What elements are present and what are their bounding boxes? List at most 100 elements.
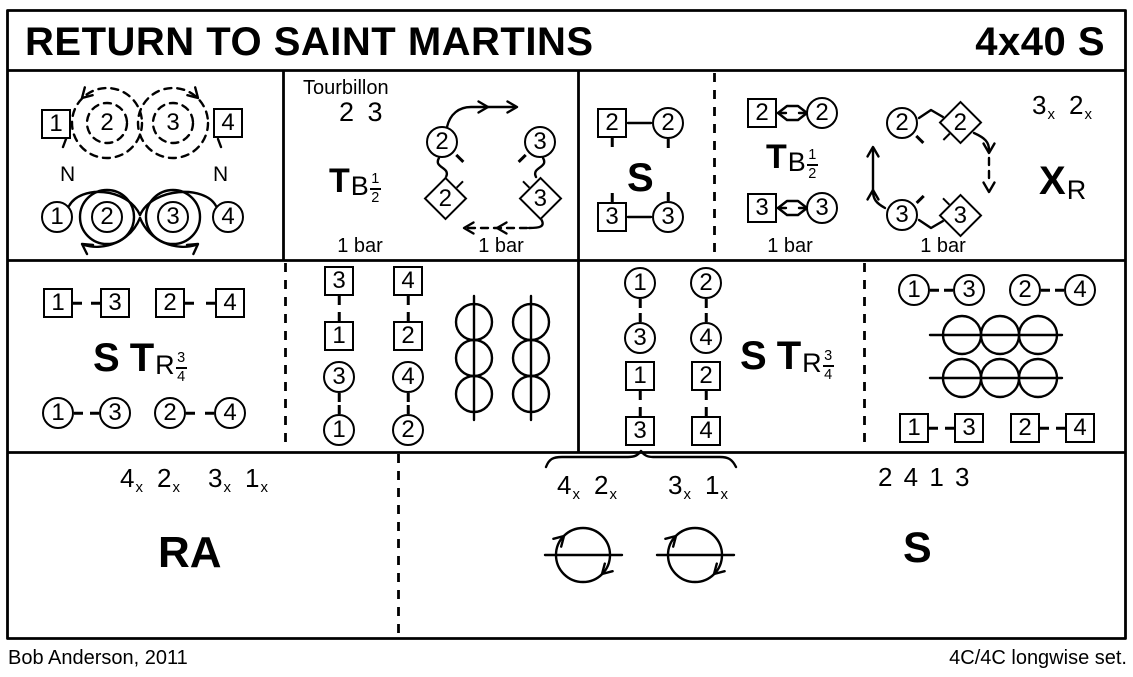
arrow-left-mid [495,221,508,235]
turn-arrow [552,534,566,548]
circle-symbol: 3 [886,194,925,231]
fraction: 3 4 [175,350,187,385]
square-symbol: 2 [393,312,423,351]
square-symbol: 4 [213,108,243,138]
circle-symbol: 2 [886,107,925,144]
square-symbol: 4 [691,407,721,446]
square-symbol: 4 [1056,413,1095,443]
square-symbol: 4 [393,266,423,305]
turn-symbols [543,449,738,584]
figure-name-label: Tourbillon [303,77,389,99]
square-symbol: 2 [747,98,777,128]
circle-symbol: 2 [652,107,684,148]
circle-symbol: 4 [690,313,722,354]
new-top-marker: N [213,163,229,186]
turn-arrow [600,562,614,576]
square-symbol: 2 [691,361,721,400]
square-symbol: 1 [43,288,82,318]
formation-set: S [903,524,932,572]
deviser-credit: Bob Anderson, 2011 [8,647,188,669]
dashed-dancer: 3 [166,109,180,136]
couple-positions: 3x 2x [1032,90,1092,123]
arrow-top-left [80,86,94,100]
set-type-label: 4C/4C longwise set. [949,647,1127,669]
couple-positions: 4x 2x [120,463,180,496]
arrow-bottom-right [185,242,200,256]
couple-positions: 4x 2x [557,470,617,503]
circle-symbol: 3 [323,361,355,402]
square-symbol: 3 [324,266,354,305]
square-symbol: 2 [1010,413,1049,443]
bar-count-label: 1 bar [478,235,524,257]
circle-symbol: 1 [323,405,355,446]
arrow-right-mid [477,100,490,114]
square-symbol: 2 [155,288,194,318]
square-symbol: 1 [41,109,71,139]
circle-symbol: 1 [898,274,939,306]
turn-arrow [712,562,726,576]
circle-symbol: 2 [806,97,838,129]
square-symbol: 3 [597,193,627,232]
square-symbol: 3 [625,407,655,446]
formation-turn-both-half: T B 1 2 [766,138,818,182]
square-symbol: 1 [324,312,354,351]
grid-lines [6,9,1127,640]
new-top-marker: N [60,163,76,186]
bar-count-label: 1 bar [767,235,813,257]
tourbillon-paths [436,100,546,235]
circle-symbol: 1 [624,267,656,308]
reel-of-three-horizontal [928,314,1064,399]
circle-symbol: 4 [392,361,424,402]
circle-symbol: 4 [212,201,244,233]
formation-set: S [627,156,654,200]
fraction: 3 4 [822,348,834,383]
couple-positions: 3x 1x [208,463,268,496]
formation-set-turn: S T R 3 4 [93,336,187,385]
fraction: 1 2 [806,147,818,182]
circle-symbol: 1 [41,201,73,233]
couples-label: 2 3 [339,97,383,127]
couple-positions: 3x 1x [668,470,728,503]
couple-order: 2 4 1 3 [878,462,972,492]
circle-symbol: 2 [426,126,465,163]
arrow-down-mid [982,142,996,155]
square-symbol: 3 [91,288,130,318]
joined-hands-lines [626,121,653,219]
circle-symbol: 2 [154,397,195,429]
circle-symbol: 2 [392,405,424,446]
formation-set-turn: S T R 3 4 [740,334,834,383]
circle-symbol: 3 [652,192,684,233]
circle-symbol: 1 [42,397,83,429]
circle-symbol: 3 [157,201,189,233]
turn-arrow [664,534,678,548]
figure-eight-paths [61,86,223,256]
arrow-down-end [982,181,996,194]
circle-symbol: 2 [91,201,123,233]
circle-symbol: 3 [806,192,838,224]
bar-count-label: 1 bar [337,235,383,257]
square-symbol: 1 [625,361,655,400]
arrow-bottom-left [80,242,95,256]
dance-code: 4x40 S [975,20,1105,64]
circle-symbol: 3 [90,397,131,429]
fraction: 1 2 [369,171,381,206]
square-symbol: 1 [899,413,938,443]
circle-symbol: 2 [690,267,722,308]
square-symbol: 3 [747,193,777,223]
bar-count-label: 1 bar [920,235,966,257]
formation-rights-and-lefts: RA [158,528,222,577]
formation-turn-both-half: T B 1 2 [329,162,381,206]
arrow-right-end [506,100,519,114]
circle-symbol: 3 [517,126,556,163]
reel-of-three-vertical [454,294,551,422]
arrow-top-right [186,86,200,100]
square-symbol: 3 [945,413,984,443]
circle-symbol: 3 [624,313,656,354]
formation-cross-right: X R [1039,159,1087,205]
brace [544,449,738,469]
square-symbol: 2 [597,108,627,147]
circle-symbol: 4 [1055,274,1096,306]
arrow-up-end [866,145,880,158]
